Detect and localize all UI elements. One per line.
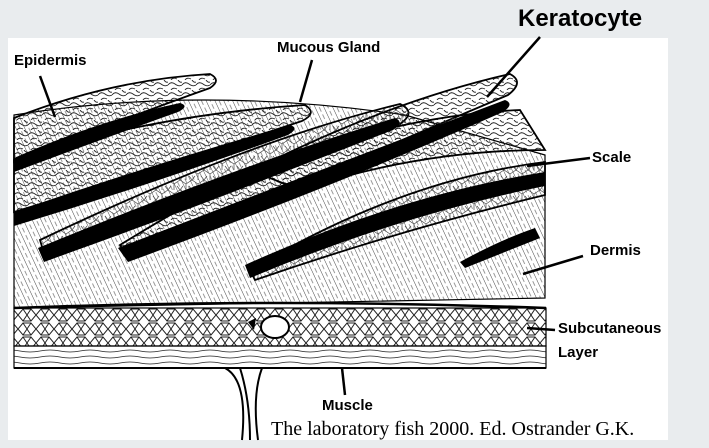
label-dermis: Dermis (590, 243, 641, 258)
label-subcutaneous-layer: Layer (558, 345, 598, 360)
label-mucous-gland: Mucous Gland (277, 40, 380, 55)
vessel-lumen (261, 316, 289, 338)
label-subcutaneous: Subcutaneous (558, 321, 661, 336)
subcutaneous-layer (14, 303, 546, 346)
citation-text: The laboratory fish 2000. Ed. Ostrander … (271, 419, 634, 439)
label-muscle: Muscle (322, 398, 373, 413)
label-epidermis: Epidermis (14, 53, 87, 68)
label-keratocyte: Keratocyte (518, 7, 642, 31)
label-scale: Scale (592, 150, 631, 165)
